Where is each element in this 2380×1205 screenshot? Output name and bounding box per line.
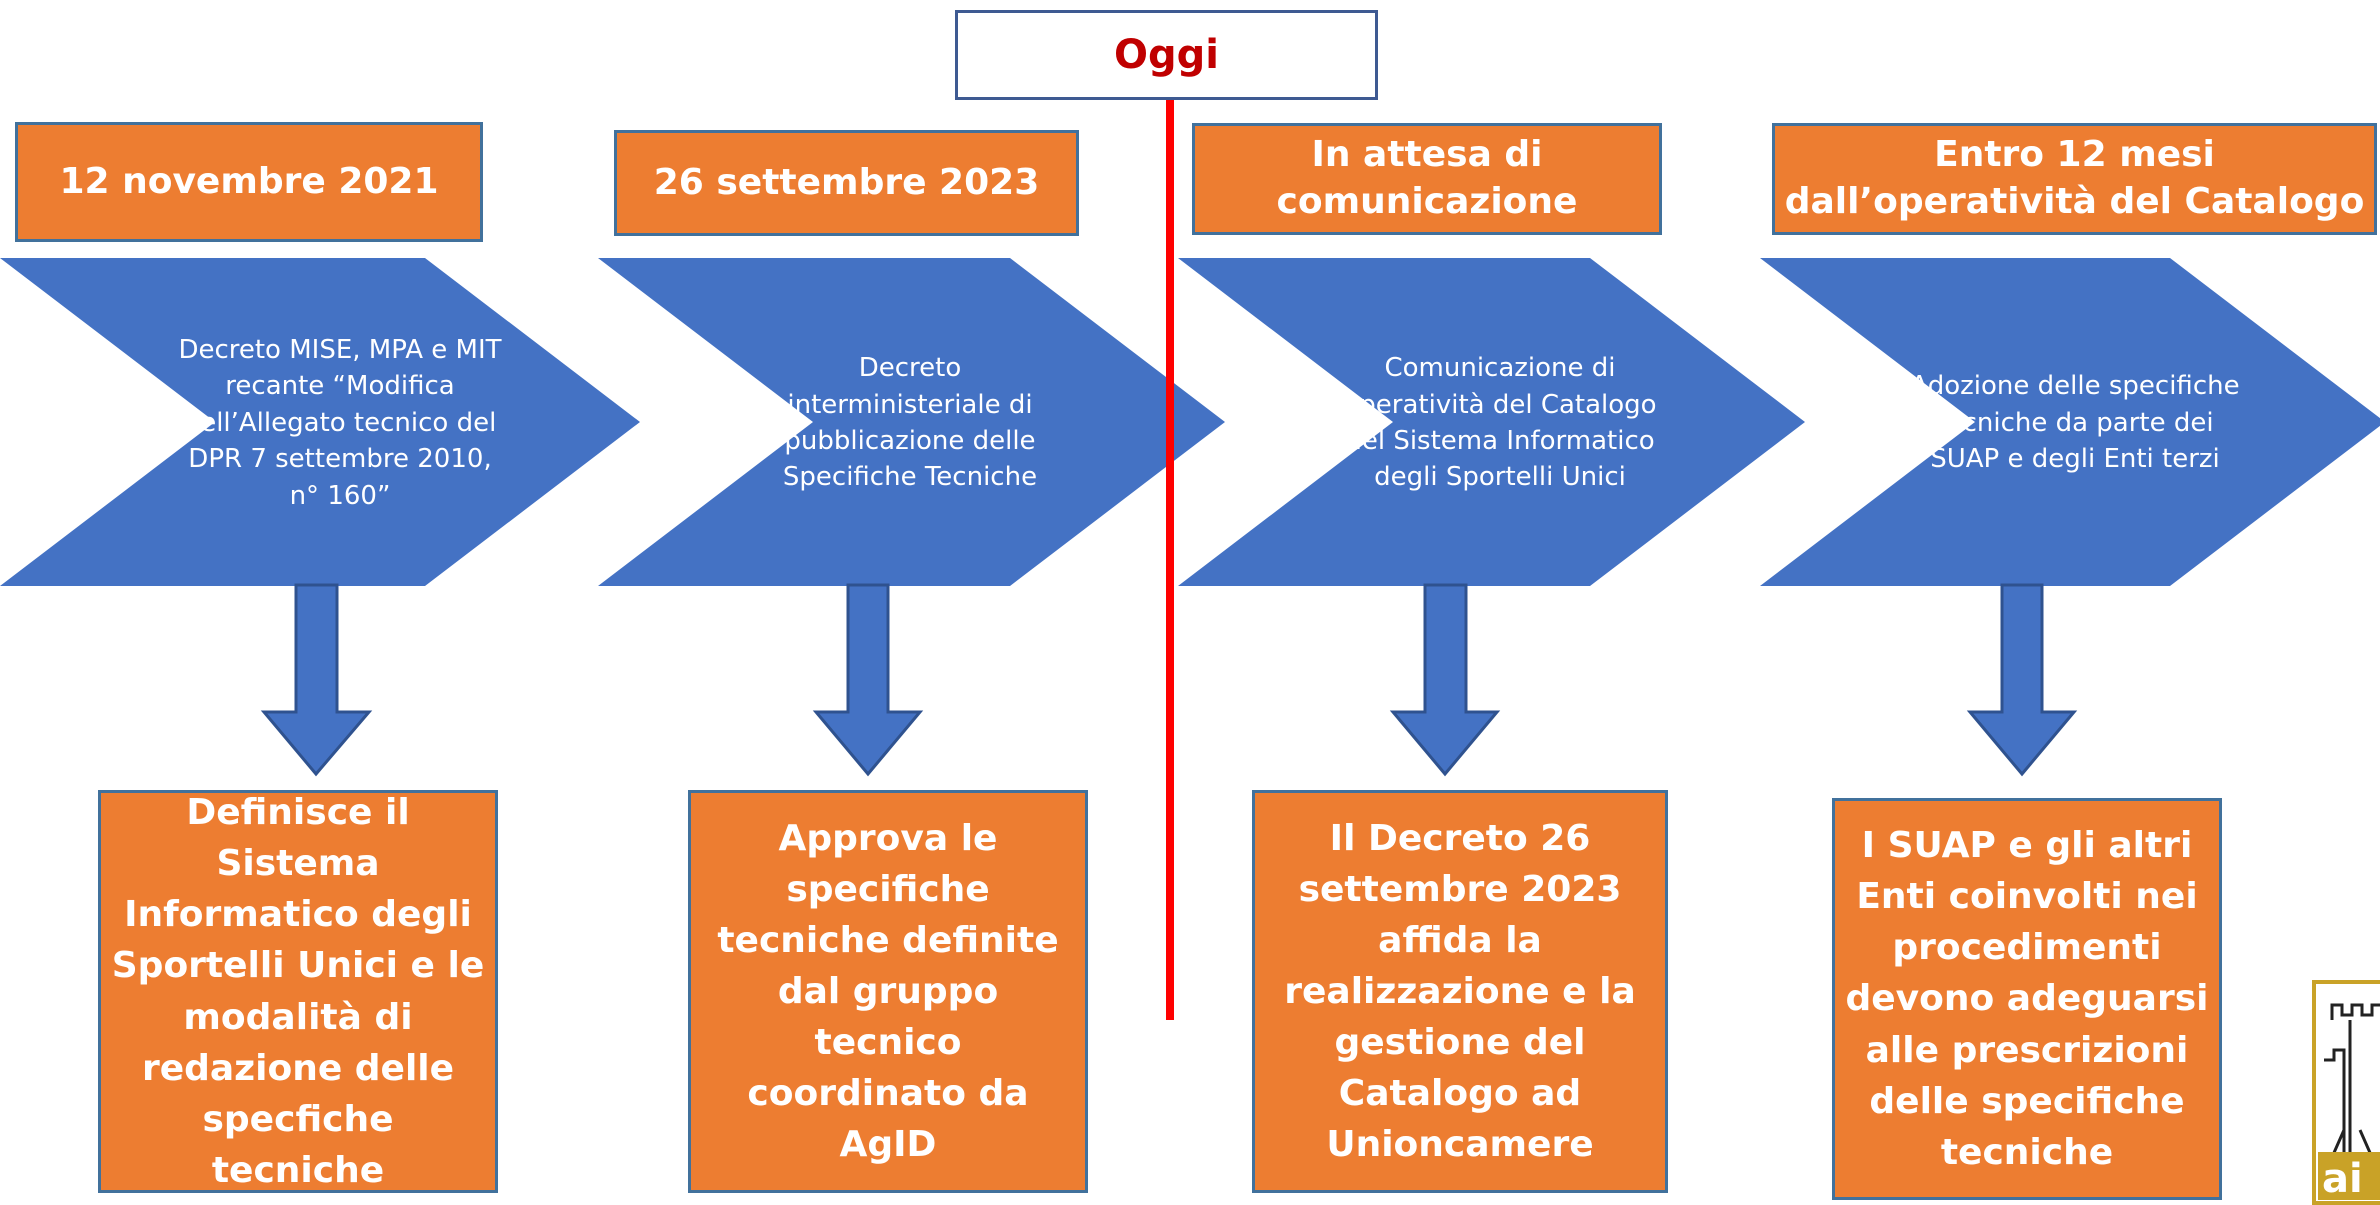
- outcome-box-step-4: I SUAP e gli altri Enti coinvolti nei pr…: [1832, 798, 2222, 1200]
- chevron-step-2: [598, 258, 1225, 586]
- date-box-step-4: Entro 12 mesi dall’operatività del Catal…: [1772, 123, 2377, 235]
- down-arrow-step-4: [1966, 583, 2078, 777]
- chevron-text-step-3: Comunicazione di operatività del Catalog…: [1343, 353, 1657, 493]
- today-label: Oggi: [955, 10, 1378, 100]
- date-box-step-2: 26 settembre 2023: [614, 130, 1079, 236]
- chevron-text-step-1: Decreto MISE, MPA e MIT recante “Modific…: [178, 335, 502, 511]
- chevron-step-3: [1178, 258, 1805, 586]
- date-box-step-1: 12 novembre 2021: [15, 122, 483, 242]
- castle-logo-icon: ai: [2312, 980, 2380, 1205]
- chevron-text-step-2: Decreto interministeriale di pubblicazio…: [782, 353, 1038, 493]
- down-arrow-step-3: [1389, 583, 1501, 777]
- outcome-box-step-3: Il Decreto 26 settembre 2023 affida la r…: [1252, 790, 1668, 1193]
- chevron-step-1: [0, 258, 640, 586]
- down-arrow-step-1: [260, 583, 373, 777]
- outcome-box-step-1: Definisce il Sistema Informatico degli S…: [98, 790, 498, 1193]
- svg-text:ai: ai: [2322, 1156, 2363, 1202]
- chevron-text-step-4: Adozione delle specifiche tecniche da pa…: [1910, 371, 2240, 475]
- chevron-step-4: [1760, 258, 2380, 586]
- down-arrow-step-2: [812, 583, 924, 777]
- today-line: [1166, 100, 1174, 1020]
- date-box-step-3: In attesa di comunicazione: [1192, 123, 1662, 235]
- outcome-box-step-2: Approva le specifiche tecniche definite …: [688, 790, 1088, 1193]
